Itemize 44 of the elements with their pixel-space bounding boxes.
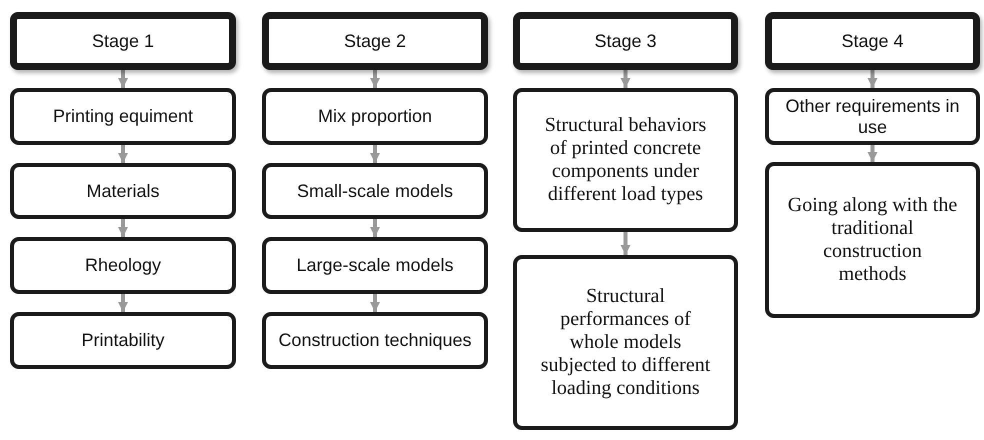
process-box [10, 163, 236, 219]
stage-header-box [513, 12, 738, 70]
arrow [370, 219, 380, 237]
process-box [10, 88, 236, 145]
box-text: Large-scale models [296, 255, 454, 276]
process-box [262, 237, 488, 294]
stage-header-box [765, 12, 980, 70]
box-text: Materials [86, 180, 160, 202]
arrow [370, 70, 380, 88]
box-text: Stage 1 [92, 30, 154, 52]
box-text: Mix proportion [318, 106, 432, 127]
box-text: Printability [81, 330, 165, 351]
arrow [868, 70, 878, 88]
box-text: Other requirements in use [784, 96, 961, 138]
arrow [118, 70, 128, 88]
process-box [765, 162, 980, 318]
process-box [513, 88, 738, 232]
box-text: Small-scale models [296, 180, 454, 202]
box-text: Structural behaviors of printed concrete components under different load types [544, 114, 708, 206]
arrow [620, 232, 630, 255]
process-box [262, 88, 488, 145]
arrow [118, 145, 128, 163]
arrow [118, 219, 128, 237]
arrow [620, 70, 630, 88]
process-box [262, 312, 488, 369]
box-text: Stage 4 [841, 30, 904, 52]
box-text: Stage 2 [344, 30, 406, 52]
arrow [868, 145, 878, 162]
box-text: Going along with the traditional construction methods [787, 194, 958, 286]
process-box [765, 88, 980, 145]
arrow [370, 145, 380, 163]
process-box [10, 237, 236, 294]
arrow [118, 294, 128, 312]
process-box [513, 255, 738, 430]
box-text: Structural performances of whole models subjected to different loading conditions [540, 285, 712, 400]
process-box [10, 312, 236, 369]
stage-header-box [10, 12, 236, 70]
box-text: Rheology [84, 255, 162, 276]
stage-header-box [262, 12, 488, 70]
box-text: Stage 3 [594, 30, 657, 52]
box-text: Construction techniques [278, 330, 472, 351]
process-box [262, 163, 488, 219]
box-text: Printing equiment [52, 106, 194, 127]
arrow [370, 294, 380, 312]
